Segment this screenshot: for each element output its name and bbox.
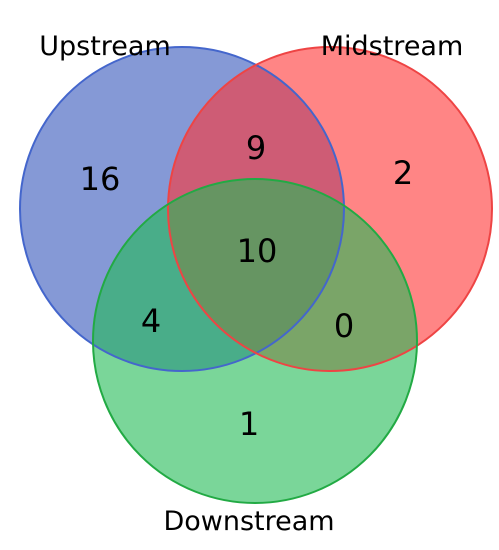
- upstream-outline: [19, 46, 345, 372]
- midstream-label: Midstream: [321, 31, 464, 62]
- upstream-midstream-count: 9: [246, 129, 266, 167]
- midstream-only-count: 2: [393, 154, 413, 192]
- downstream-outline: [92, 178, 418, 504]
- upstream-only-count: 16: [80, 160, 121, 198]
- midstream-outline: [167, 46, 493, 372]
- downstream-label: Downstream: [163, 506, 334, 537]
- downstream-only-count: 1: [239, 405, 259, 443]
- downstream-circle: [93, 179, 417, 503]
- midstream-downstream-count: 0: [334, 307, 354, 345]
- upstream-label: Upstream: [39, 31, 171, 62]
- all-three-count: 10: [237, 232, 278, 270]
- upstream-downstream-count: 4: [141, 302, 161, 340]
